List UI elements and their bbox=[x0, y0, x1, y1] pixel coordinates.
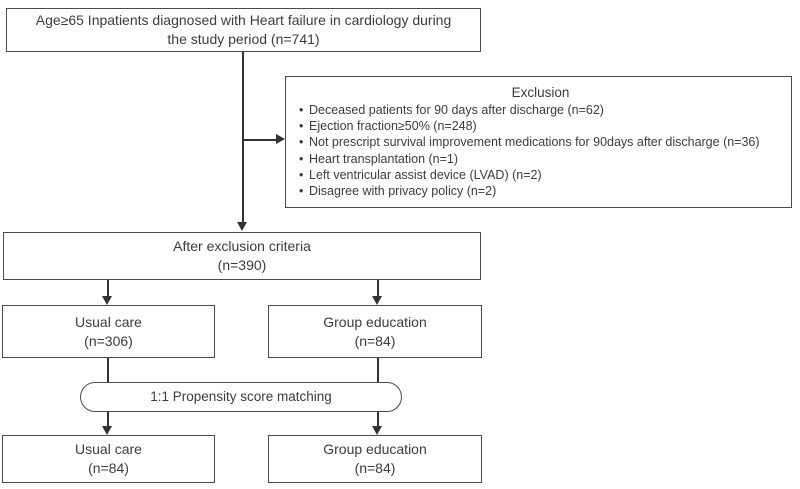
group-education-post-line1: Group education bbox=[323, 441, 427, 458]
after-exclusion-text-line1: After exclusion criteria bbox=[173, 238, 311, 255]
connector-matching-to-usual-care-post bbox=[107, 412, 109, 427]
exclusion-box: Exclusion Deceased patients for 90 days … bbox=[285, 76, 792, 208]
propensity-matching-label: 1:1 Propensity score matching bbox=[150, 388, 332, 404]
exclusion-item-lvad: Left ventricular assist device (LVAD) (n… bbox=[298, 167, 783, 183]
arrowhead-down-group-education-pre bbox=[372, 296, 382, 305]
connector-usual-care-to-matching bbox=[107, 358, 109, 382]
arrowhead-down-group-education-post bbox=[372, 426, 382, 435]
exclusion-item-ejection-fraction: Ejection fraction≥50% (n=248) bbox=[298, 118, 783, 134]
group-education-post-line2: (n=84) bbox=[354, 460, 396, 476]
arrowhead-down-usual-care-pre bbox=[102, 296, 112, 305]
population-box: Age≥65 Inpatients diagnosed with Heart f… bbox=[6, 8, 481, 52]
exclusion-item-privacy-policy: Disagree with privacy policy (n=2) bbox=[298, 183, 783, 199]
population-text-line1: Age≥65 Inpatients diagnosed with Heart f… bbox=[35, 12, 452, 29]
connector-after-exclusion-to-usual-care bbox=[107, 280, 109, 297]
arrowhead-down-usual-care-post bbox=[102, 426, 112, 435]
connector-branch-to-exclusion bbox=[243, 139, 276, 141]
exclusion-item-not-prescript: Not prescript survival improvement medic… bbox=[298, 134, 783, 150]
after-exclusion-text-line2: (n=390) bbox=[217, 257, 267, 273]
after-exclusion-box: After exclusion criteria (n=390) bbox=[3, 232, 481, 280]
arrowhead-down-after-exclusion bbox=[237, 222, 247, 231]
usual-care-post-line2: (n=84) bbox=[88, 460, 129, 476]
population-text-line2: the study period (n=741) bbox=[167, 31, 320, 47]
connector-group-education-to-matching bbox=[377, 358, 379, 382]
connector-matching-to-group-education-post bbox=[377, 412, 379, 427]
arrowhead-right-exclusion bbox=[276, 134, 285, 144]
usual-care-pre-line1: Usual care bbox=[75, 313, 142, 330]
exclusion-item-deceased: Deceased patients for 90 days after disc… bbox=[298, 102, 783, 118]
usual-care-pre-line2: (n=306) bbox=[84, 332, 133, 349]
exclusion-list: Deceased patients for 90 days after disc… bbox=[298, 102, 783, 199]
exclusion-item-heart-transplantation: Heart transplantation (n=1) bbox=[298, 151, 783, 167]
group-education-pre-line1: Group education bbox=[323, 313, 427, 330]
exclusion-title: Exclusion bbox=[511, 85, 570, 100]
connector-population-to-after-exclusion bbox=[242, 52, 244, 222]
usual-care-post-box: Usual care (n=84) bbox=[2, 435, 215, 483]
usual-care-post-line1: Usual care bbox=[75, 441, 142, 458]
group-education-pre-line2: (n=84) bbox=[354, 332, 396, 349]
connector-after-exclusion-to-group-education bbox=[377, 280, 379, 297]
usual-care-pre-box: Usual care (n=306) bbox=[2, 305, 215, 358]
propensity-matching-box: 1:1 Propensity score matching bbox=[80, 382, 402, 412]
group-education-pre-box: Group education (n=84) bbox=[268, 305, 482, 358]
group-education-post-box: Group education (n=84) bbox=[268, 435, 482, 483]
